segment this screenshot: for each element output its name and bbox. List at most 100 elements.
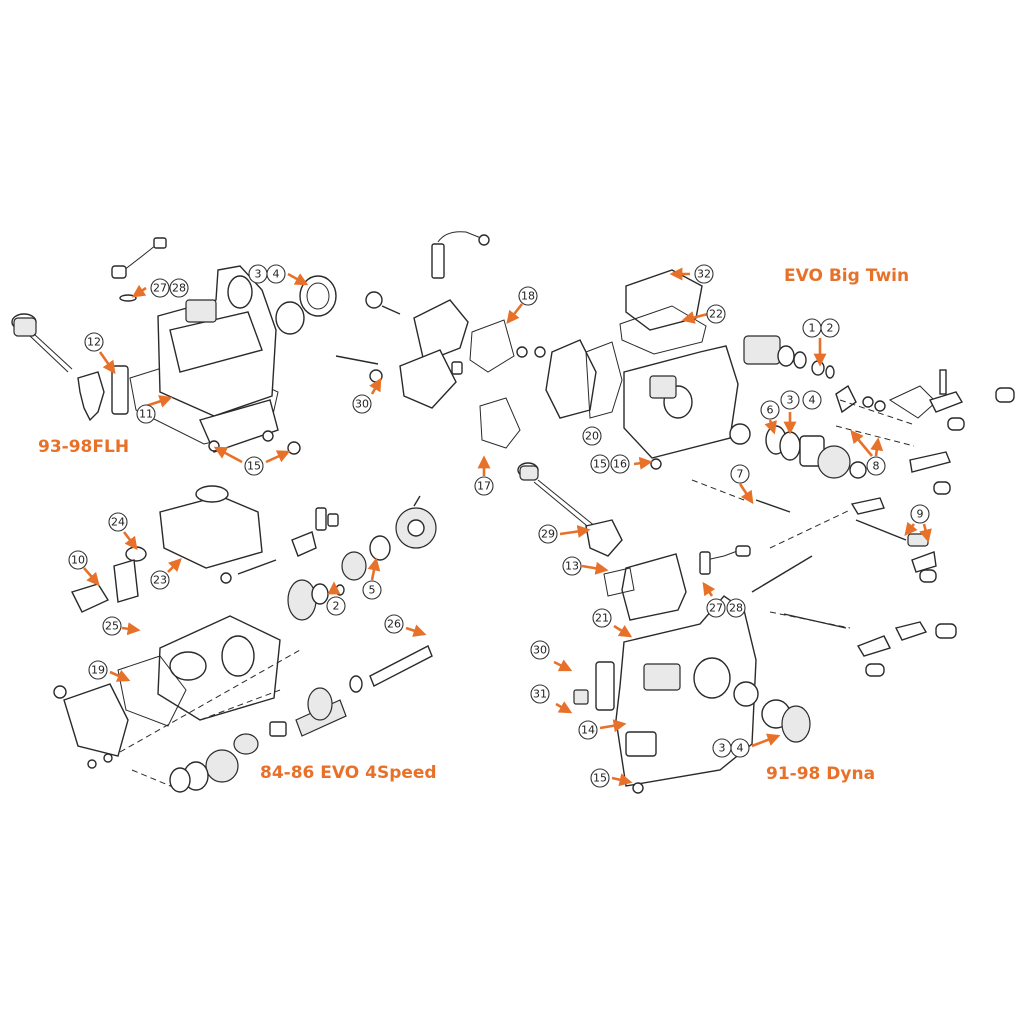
callout-labels: 27 28 3 4 12 11 15 24 23 10 2 5 25 26 19… <box>68 264 930 788</box>
callout-10: 10 <box>68 550 88 570</box>
evo4-lever <box>71 583 110 613</box>
callout-arrows <box>83 267 932 787</box>
callout-14: 14 <box>578 720 598 740</box>
callout-6: 6 <box>760 400 780 420</box>
callout-28b: 28 <box>726 598 746 618</box>
evobt-door-plate <box>545 339 597 419</box>
svg-text:2: 2 <box>333 600 340 613</box>
mid-gasket-17 <box>479 397 521 449</box>
callout-5: 5 <box>362 580 382 600</box>
callout-18: 18 <box>518 286 538 306</box>
callout-21: 21 <box>592 608 612 628</box>
callout-9: 9 <box>910 504 930 524</box>
svg-text:19: 19 <box>91 664 105 677</box>
callout-15: 15 <box>244 456 264 476</box>
callout-15b: 15 <box>590 454 610 474</box>
mid-assembly <box>335 231 521 449</box>
svg-text:32: 32 <box>697 268 711 281</box>
callout-27b: 27 <box>706 598 726 618</box>
callout-8: 8 <box>866 456 886 476</box>
evobt-mainshaft <box>743 335 835 379</box>
svg-text:12: 12 <box>87 336 101 349</box>
callout-26: 26 <box>384 614 404 634</box>
label-93-98flh: 93-98FLH <box>38 437 129 457</box>
callout-20: 20 <box>582 426 602 446</box>
flh-shift-fork <box>77 371 105 422</box>
callout-24: 24 <box>108 512 128 532</box>
svg-text:15: 15 <box>593 772 607 785</box>
callout-30b: 30 <box>530 640 550 660</box>
callout-15c: 15 <box>590 768 610 788</box>
svg-text:4: 4 <box>273 268 280 281</box>
svg-text:26: 26 <box>387 618 401 631</box>
svg-text:5: 5 <box>369 584 376 597</box>
callout-2: 2 <box>326 596 346 616</box>
mid-oil-line <box>437 231 487 243</box>
callout-22: 22 <box>706 304 726 324</box>
dyna-assembly <box>517 462 957 794</box>
evo4-assembly <box>53 485 437 793</box>
flh-housing <box>157 265 337 455</box>
callout-29: 29 <box>538 524 558 544</box>
callout-4: 4 <box>266 264 286 284</box>
svg-text:1: 1 <box>809 322 816 335</box>
callout-23: 23 <box>150 570 170 590</box>
callout-31: 31 <box>530 684 550 704</box>
svg-text:11: 11 <box>139 408 153 421</box>
svg-text:17: 17 <box>477 480 491 493</box>
svg-text:28: 28 <box>729 602 743 615</box>
evo4-top-cover <box>159 495 263 569</box>
dyna-dipstick <box>517 462 597 531</box>
evo4-mainshaft <box>169 645 433 793</box>
evobt-bearing <box>729 423 867 479</box>
evobt-assembly <box>516 269 1015 583</box>
svg-text:22: 22 <box>709 308 723 321</box>
flh-sensor <box>111 237 167 302</box>
callout-4c: 4 <box>730 738 750 758</box>
svg-text:14: 14 <box>581 724 595 737</box>
svg-text:3: 3 <box>719 742 726 755</box>
svg-text:15: 15 <box>247 460 261 473</box>
callout-27: 27 <box>150 278 170 298</box>
svg-text:4: 4 <box>809 394 816 407</box>
callout-30: 30 <box>352 394 372 414</box>
flh-assembly <box>11 237 337 455</box>
svg-text:30: 30 <box>355 398 369 411</box>
svg-text:29: 29 <box>541 528 555 541</box>
svg-text:7: 7 <box>737 468 744 481</box>
evo4-gear <box>287 579 345 621</box>
callout-16: 16 <box>610 454 630 474</box>
flh-side-gasket <box>111 365 129 415</box>
svg-text:15: 15 <box>593 458 607 471</box>
svg-text:3: 3 <box>787 394 794 407</box>
callout-28: 28 <box>169 278 189 298</box>
svg-text:18: 18 <box>521 290 535 303</box>
svg-text:4: 4 <box>737 742 744 755</box>
dyna-top-cover <box>621 553 687 621</box>
callout-11: 11 <box>136 404 156 424</box>
callout-3: 3 <box>248 264 268 284</box>
svg-text:27: 27 <box>153 282 167 295</box>
svg-text:28: 28 <box>172 282 186 295</box>
label-evo-big-twin: EVO Big Twin <box>784 266 909 286</box>
svg-text:6: 6 <box>767 404 774 417</box>
svg-text:3: 3 <box>255 268 262 281</box>
callout-25: 25 <box>102 616 122 636</box>
evo4-side-cover <box>63 683 129 757</box>
callout-17: 17 <box>474 476 494 496</box>
callout-3c: 3 <box>712 738 732 758</box>
evobt-case <box>623 345 739 459</box>
svg-text:24: 24 <box>111 516 125 529</box>
callout-3b: 3 <box>780 390 800 410</box>
dyna-spout <box>595 661 615 711</box>
evo4-case <box>157 615 281 721</box>
callout-2b: 2 <box>820 318 840 338</box>
svg-text:21: 21 <box>595 612 609 625</box>
evobt-top-cover <box>625 269 703 331</box>
svg-text:13: 13 <box>565 560 579 573</box>
mid-cover <box>413 299 469 363</box>
label-91-98-dyna: 91-98 Dyna <box>766 764 875 784</box>
svg-text:25: 25 <box>105 620 119 633</box>
evo4-sprocket <box>395 495 437 549</box>
